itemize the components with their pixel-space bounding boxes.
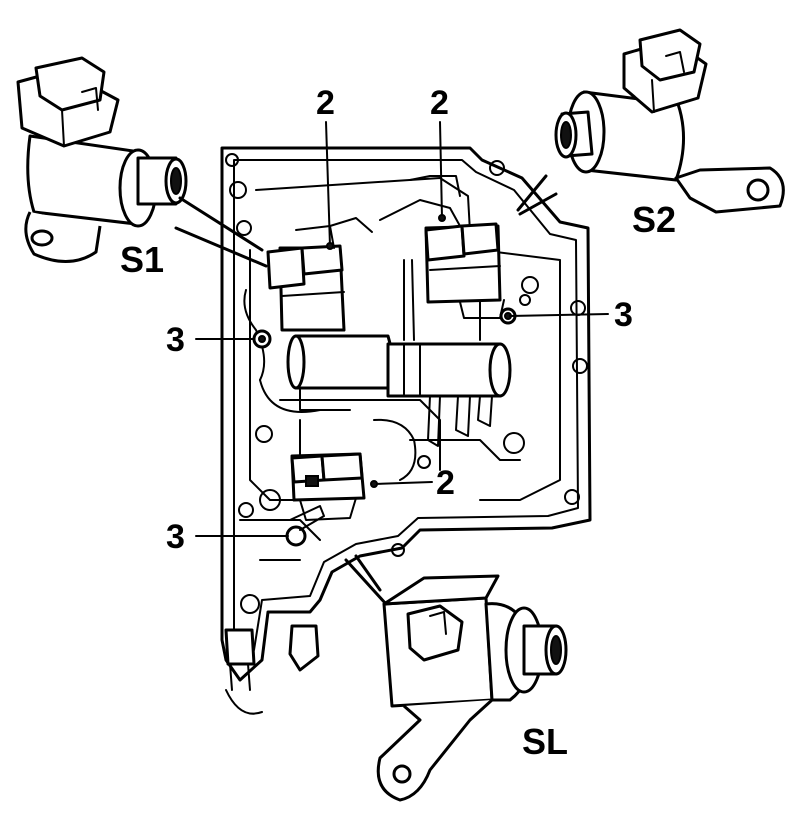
solenoid-s1 [16, 56, 188, 264]
bolt-left-upper [252, 329, 272, 349]
leader-dot [370, 480, 378, 488]
label-solenoid-s1: S1 [120, 239, 164, 280]
callout-connector-lower: 2 [436, 464, 455, 502]
leader-dot [326, 242, 334, 250]
callout-bolt-left-lower: 3 [166, 518, 185, 556]
callout-connector-top-right: 2 [430, 84, 449, 122]
leader-connector-top-right [439, 121, 443, 219]
wire-harness [243, 259, 417, 481]
installed-solenoid-sl-connector [290, 452, 366, 521]
label-solenoid-s2: S2 [632, 199, 676, 240]
leader-dot [438, 214, 446, 222]
install-arrows [174, 174, 558, 606]
solenoid-s2 [554, 28, 785, 214]
leader-bolt-right [509, 313, 609, 317]
installed-solenoid-s2-connector [379, 175, 505, 319]
callout-bolt-right: 3 [614, 296, 633, 334]
installed-solenoid-s1-connector [266, 217, 373, 332]
plate-bolt-holes [225, 153, 588, 614]
label-solenoid-sl: SL [522, 721, 568, 762]
bottom-fittings [224, 624, 320, 715]
leader-connector-top-left [325, 121, 331, 247]
callout-connector-top-left: 2 [316, 84, 335, 122]
solenoid-sl [376, 574, 568, 802]
callout-bolt-left-upper: 3 [166, 321, 185, 359]
callout-leaders [195, 121, 609, 537]
spool-assembly [286, 334, 512, 447]
leader-connector-lower [373, 481, 433, 485]
